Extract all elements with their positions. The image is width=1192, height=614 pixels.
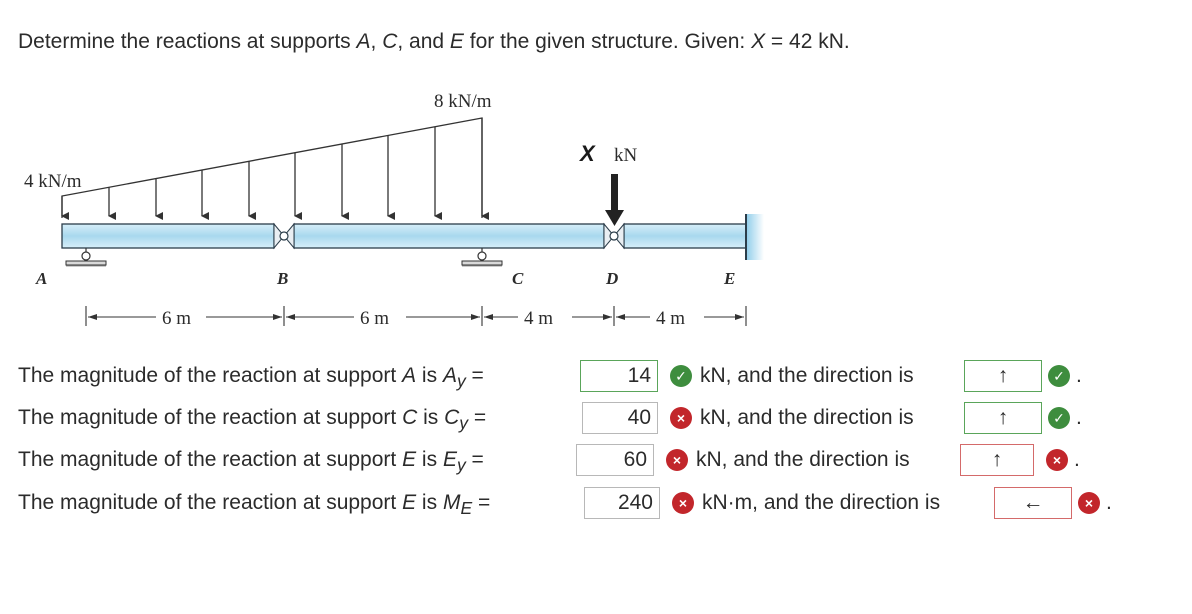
load-left-label: 4 kN/m [24, 171, 82, 192]
label-e: E [723, 269, 735, 288]
roller-support-a [65, 248, 107, 267]
load-peak-label: 8 kN/m [434, 91, 492, 112]
dim-cd: 4 m [524, 308, 553, 329]
label-a: A [35, 269, 47, 288]
check-icon: ✓ [1048, 365, 1070, 387]
point-load-symbol: X [578, 141, 596, 166]
cy-value-input[interactable]: 40 [582, 402, 658, 434]
x-icon: × [666, 449, 688, 471]
beam-de [623, 223, 747, 249]
label-d: D [605, 269, 618, 288]
dim-bc: 6 m [360, 308, 389, 329]
point-load-unit: kN [614, 145, 638, 166]
ay-direction-select[interactable]: ↑ [964, 360, 1042, 392]
hinge-b [273, 222, 295, 250]
roller-support-c [461, 248, 503, 267]
answer-unit-text: kN, and the direction is [700, 406, 914, 429]
ey-value-input[interactable]: 60 [576, 444, 654, 476]
hinge-d [603, 222, 625, 250]
ay-value-input[interactable]: 14 [580, 360, 658, 392]
distributed-load [61, 117, 489, 220]
check-icon: ✓ [1048, 407, 1070, 429]
label-b: B [276, 269, 288, 288]
label-c: C [512, 269, 524, 288]
answer-unit-text: kN, and the direction is [700, 364, 914, 387]
x-icon: × [1046, 449, 1068, 471]
ey-direction-select[interactable]: ↑ [960, 444, 1034, 476]
beam-diagram: 4 kN/m 8 kN/m X kN [24, 91, 764, 329]
point-load-arrow [605, 174, 624, 226]
check-icon: ✓ [670, 365, 692, 387]
dim-ab: 6 m [162, 308, 191, 329]
x-icon: × [672, 492, 694, 514]
x-icon: × [1078, 492, 1100, 514]
answer-label: The magnitude of the reaction at support… [18, 364, 484, 392]
answer-label: The magnitude of the reaction at support… [18, 406, 487, 434]
dimension-line [85, 306, 747, 326]
answer-label: The magnitude of the reaction at support… [18, 448, 484, 476]
load-arrows [61, 118, 489, 220]
question-text: Determine the reactions at supports A, C… [18, 30, 850, 53]
me-value-input[interactable]: 240 [584, 487, 660, 519]
cy-direction-select[interactable]: ↑ [964, 402, 1042, 434]
beam-ab [61, 223, 275, 249]
fixed-support-e [745, 214, 764, 260]
answer-unit-text: kN, and the direction is [696, 448, 910, 471]
dim-de: 4 m [656, 308, 685, 329]
me-direction-select[interactable]: ← [994, 487, 1072, 519]
beam-bd [293, 223, 605, 249]
answer-label: The magnitude of the reaction at support… [18, 491, 491, 519]
answer-unit-text: kN·m, and the direction is [702, 491, 941, 514]
x-icon: × [670, 407, 692, 429]
